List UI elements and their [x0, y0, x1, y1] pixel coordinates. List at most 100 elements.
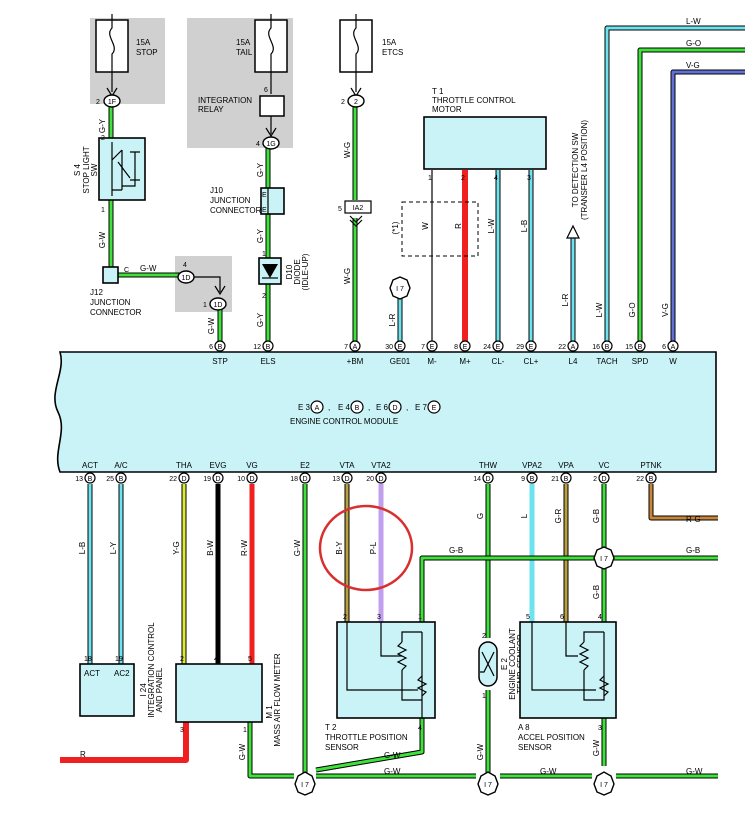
m1-name: MASS AIR FLOW METER	[273, 653, 282, 747]
pin-connector-circle	[492, 340, 504, 352]
wire-label-tach: L-W	[595, 302, 604, 317]
pin-name: VC	[598, 461, 609, 470]
etcs-fuse-name: ETCS	[382, 48, 403, 57]
t2-name-1: THROTTLE POSITION	[325, 733, 408, 742]
pin-number: 22	[169, 476, 177, 483]
wire-gb-bus	[419, 555, 718, 622]
pin-number: 9	[521, 476, 525, 483]
diode-id: D10	[285, 264, 294, 279]
pin-connector-letter: D	[344, 476, 349, 483]
stop-light-switch-icon[interactable]: 2 1	[98, 135, 146, 214]
pin-connector-circle	[375, 472, 387, 484]
wire-ptnk	[648, 484, 718, 521]
pin-connector-circle	[645, 472, 657, 484]
svg-text:2: 2	[101, 135, 105, 142]
pin-name: M+	[459, 357, 471, 366]
pin-connector-letter: E	[463, 344, 468, 351]
pin-number: 13	[332, 476, 340, 483]
pin-connector-letter: B	[638, 344, 643, 351]
svg-text:18: 18	[84, 656, 92, 663]
svg-text:E 7: E 7	[415, 403, 428, 412]
pin-connector-letter: D	[485, 476, 490, 483]
pin-name: VG	[246, 461, 258, 470]
pin-name: L4	[569, 357, 578, 366]
wire-label-thw: G	[476, 513, 485, 519]
svg-text:J12: J12	[90, 288, 103, 297]
i24-id: I 24	[139, 683, 148, 697]
pin-name: VTA	[340, 461, 356, 470]
svg-text:,: ,	[368, 403, 370, 412]
tail-fuse-rating: 15A	[236, 38, 251, 47]
pin-connector-letter: D	[181, 476, 186, 483]
diode-name-2: (IDLE-UP)	[301, 253, 310, 290]
etcs-fuse-rating: 15A	[382, 38, 397, 47]
svg-text:MOTOR: MOTOR	[432, 105, 462, 114]
svg-text:1: 1	[262, 251, 266, 258]
pin-connector-letter: E	[529, 344, 534, 351]
pin-connector-letter: D	[215, 476, 220, 483]
pin-connector-letter: E	[398, 344, 403, 351]
pin-number: 12	[253, 344, 261, 351]
stop-light-switch-id: S 4	[73, 163, 82, 176]
etcs-fuse-connector: 2 2	[341, 94, 365, 108]
pin-connector-circle	[349, 340, 361, 352]
svg-text:1: 1	[482, 693, 486, 700]
pin-connector-circle	[262, 340, 274, 352]
wire-label-stop-out: G-Y	[98, 118, 107, 133]
svg-text:A: A	[315, 405, 320, 412]
pin-connector-circle	[459, 340, 471, 352]
wire-label-t2-gw: G-W	[384, 751, 401, 760]
pin-connector-circle	[178, 472, 190, 484]
splice-icon-bottom-1: I 7	[294, 771, 316, 796]
wire-tach	[604, 25, 745, 346]
pin-name: E2	[300, 461, 310, 470]
pin-number: 22	[636, 476, 644, 483]
pin-number: 7	[421, 344, 425, 351]
svg-text:1: 1	[243, 727, 247, 734]
svg-text:I 7: I 7	[600, 556, 608, 563]
pin-connector-letter: E	[430, 344, 435, 351]
wire-label-vg: R-W	[240, 540, 249, 556]
wire-label-vpa2: L	[520, 513, 529, 518]
wire-label-cl-minus: L-W	[487, 218, 496, 233]
svg-text:J10: J10	[210, 186, 223, 195]
wire-label-j10-out: G-Y	[256, 228, 265, 243]
svg-text:4: 4	[598, 614, 602, 621]
pin-name: ACT	[82, 461, 98, 470]
pin-number: 13	[75, 476, 83, 483]
highlight-circle	[318, 504, 414, 592]
pin-number: 25	[106, 476, 114, 483]
stop-light-switch-name-2: SW	[90, 163, 99, 176]
wire-label-m-plus: R	[454, 223, 463, 229]
etcs-fuse-icon	[339, 14, 373, 98]
svg-text:AC2: AC2	[114, 669, 130, 678]
wire-label-vpa: G-R	[554, 508, 563, 523]
svg-text:CONNECTOR: CONNECTOR	[90, 308, 142, 317]
svg-text:IA2: IA2	[353, 205, 364, 212]
pin-name: TACH	[596, 357, 617, 366]
shield-label: (*1)	[391, 221, 400, 234]
pin-number: 14	[473, 476, 481, 483]
wire-label-tail-out: G-Y	[256, 162, 265, 177]
svg-text:I 7: I 7	[600, 782, 608, 789]
wire-label-bus-gw-1: G-W	[384, 767, 401, 776]
svg-text:E 4: E 4	[338, 403, 351, 412]
svg-text:2: 2	[262, 293, 266, 300]
svg-text:6: 6	[264, 87, 268, 94]
diode-icon: 1 2	[258, 251, 282, 300]
pin-connector-circle	[299, 472, 311, 484]
tail-fuse-name: TAIL	[236, 48, 253, 57]
svg-text:B: B	[355, 405, 360, 412]
svg-text:D: D	[392, 405, 397, 412]
svg-text:1D: 1D	[214, 302, 223, 309]
wire-label-ia2-out: W-G	[343, 268, 352, 284]
pin-number: 29	[516, 344, 524, 351]
wire-label-red-left: R	[80, 750, 86, 759]
